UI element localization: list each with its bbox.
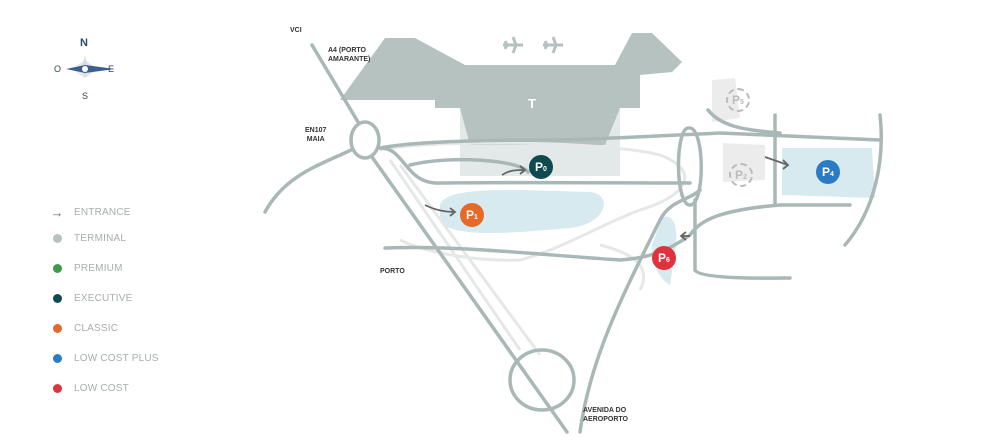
- classic-dot-icon: [52, 323, 62, 333]
- parking-p6-number: 6: [666, 256, 670, 264]
- road-label-a4-line1: A4 (PORTO: [328, 47, 366, 54]
- legend-low-cost: LOW COST: [48, 380, 129, 396]
- terminal-label: T: [528, 96, 536, 111]
- compass-icon: [66, 55, 115, 78]
- legend-terminal: TERMINAL: [48, 230, 126, 246]
- parking-p2-letter: P: [735, 168, 744, 182]
- parking-p6-letter: P: [658, 251, 667, 265]
- road-label-vci: VCI: [290, 27, 302, 34]
- compass-north: N: [80, 37, 88, 49]
- road-label-en107-line1: EN107: [305, 127, 327, 134]
- entrance-arrow-icon: [424, 156, 790, 241]
- parking-p5-number: 5: [740, 98, 744, 106]
- compass-west: O: [54, 64, 62, 74]
- road-label-avenida: AVENIDA DO AEROPORTO: [583, 406, 628, 424]
- arrow-right-icon: →: [50, 204, 64, 220]
- parking-p0-number: 0: [543, 165, 547, 173]
- legend-executive: EXECUTIVE: [48, 290, 132, 306]
- road-label-porto: PORTO: [380, 268, 405, 275]
- parking-p5-letter: P: [732, 93, 741, 107]
- road-label-a4: A4 (PORTO AMARANTE): [328, 46, 370, 64]
- low-cost-plus-dot-icon: [52, 353, 62, 363]
- road-label-en107-line2: MAIA: [306, 136, 325, 143]
- parking-p4-letter: P: [822, 165, 831, 179]
- executive-dot-icon: [52, 293, 62, 303]
- terminal-dot-icon: [52, 233, 62, 243]
- terminal-building: [340, 33, 682, 145]
- legend-premium: PREMIUM: [48, 260, 123, 276]
- premium-dot-icon: [52, 263, 62, 273]
- parking-p2-number: 2: [743, 173, 747, 181]
- road-label-a4-line2: AMARANTE): [328, 56, 371, 63]
- legend-classic: CLASSIC: [48, 320, 118, 336]
- parking-p4-number: 4: [830, 170, 834, 178]
- road-label-avenida-line1: AVENIDA DO: [583, 407, 627, 414]
- parking-p0-letter: P: [535, 160, 544, 174]
- airplane-icon: [503, 36, 563, 54]
- low-cost-dot-icon: [52, 383, 62, 393]
- road-label-avenida-line2: AEROPORTO: [583, 416, 628, 423]
- parking-p1-letter: P: [466, 208, 475, 222]
- parking-p1-number: 1: [474, 213, 478, 221]
- legend-entrance: → ENTRANCE: [48, 204, 131, 220]
- legend-low-cost-plus: LOW COST PLUS: [48, 350, 159, 366]
- compass-south: S: [82, 91, 89, 101]
- compass-east: E: [108, 64, 115, 74]
